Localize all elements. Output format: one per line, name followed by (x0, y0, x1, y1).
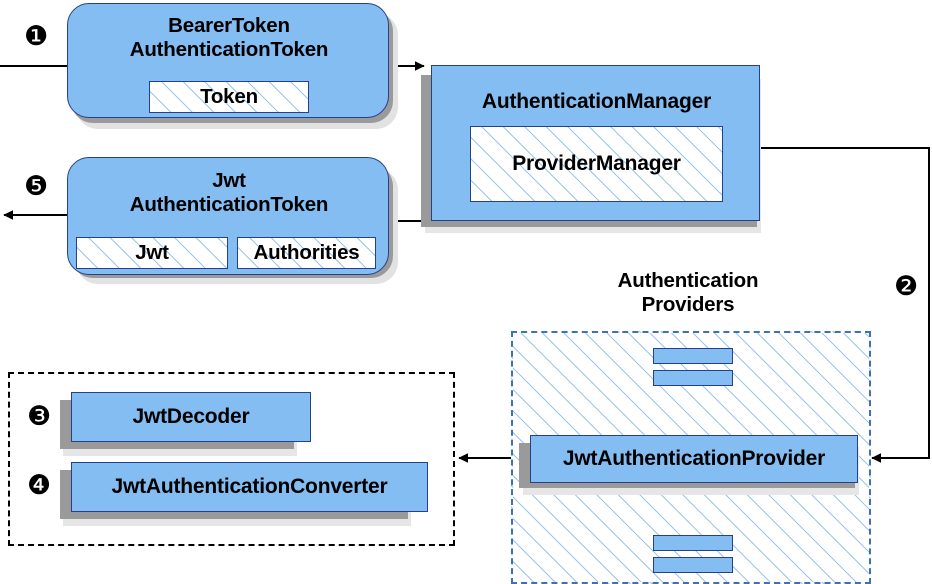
authentication-providers-title: Authentication Providers (617, 269, 759, 316)
provider-manager-label: ProviderManager (512, 151, 681, 175)
jwt-provider-box[interactable]: JwtAuthenticationProvider (530, 435, 858, 483)
jwt-converter-label: JwtAuthenticationConverter (111, 474, 388, 498)
authentication-manager-label: AuthenticationManager (481, 89, 712, 113)
jwt-label: Jwt (135, 241, 169, 265)
step-marker-5: ❺ (24, 171, 49, 202)
provider-stub-top-2 (653, 370, 733, 386)
provider-stub-top-1 (653, 348, 733, 364)
provider-stub-bottom-2 (653, 557, 733, 573)
provider-stub-bottom-1 (653, 535, 733, 551)
jwt-token-label: Jwt AuthenticationToken (129, 169, 329, 216)
provider-manager-inner[interactable]: ProviderManager (470, 126, 723, 202)
token-label: Token (200, 85, 258, 109)
bearer-token-label: BearerToken AuthenticationToken (129, 14, 329, 61)
jwt-token-inner-jwt[interactable]: Jwt (76, 237, 228, 269)
step-marker-3: ❸ (27, 401, 52, 432)
authentication-manager-box[interactable]: AuthenticationManager ProviderManager (431, 65, 760, 221)
step-marker-4: ❹ (27, 470, 52, 501)
jwt-provider-label: JwtAuthenticationProvider (562, 446, 826, 470)
authorities-label: Authorities (253, 241, 360, 265)
jwt-decoder-label: JwtDecoder (132, 404, 250, 428)
bearer-token-card[interactable]: BearerToken AuthenticationToken Token (67, 3, 389, 118)
jwt-token-inner-authorities[interactable]: Authorities (237, 237, 376, 269)
step-marker-2: ❷ (894, 271, 919, 302)
collaborators-container (8, 372, 455, 546)
bearer-token-inner-token[interactable]: Token (149, 81, 309, 113)
jwt-converter-box[interactable]: JwtAuthenticationConverter (71, 462, 428, 512)
jwt-decoder-box[interactable]: JwtDecoder (71, 392, 311, 442)
step-marker-1: ❶ (24, 21, 49, 52)
